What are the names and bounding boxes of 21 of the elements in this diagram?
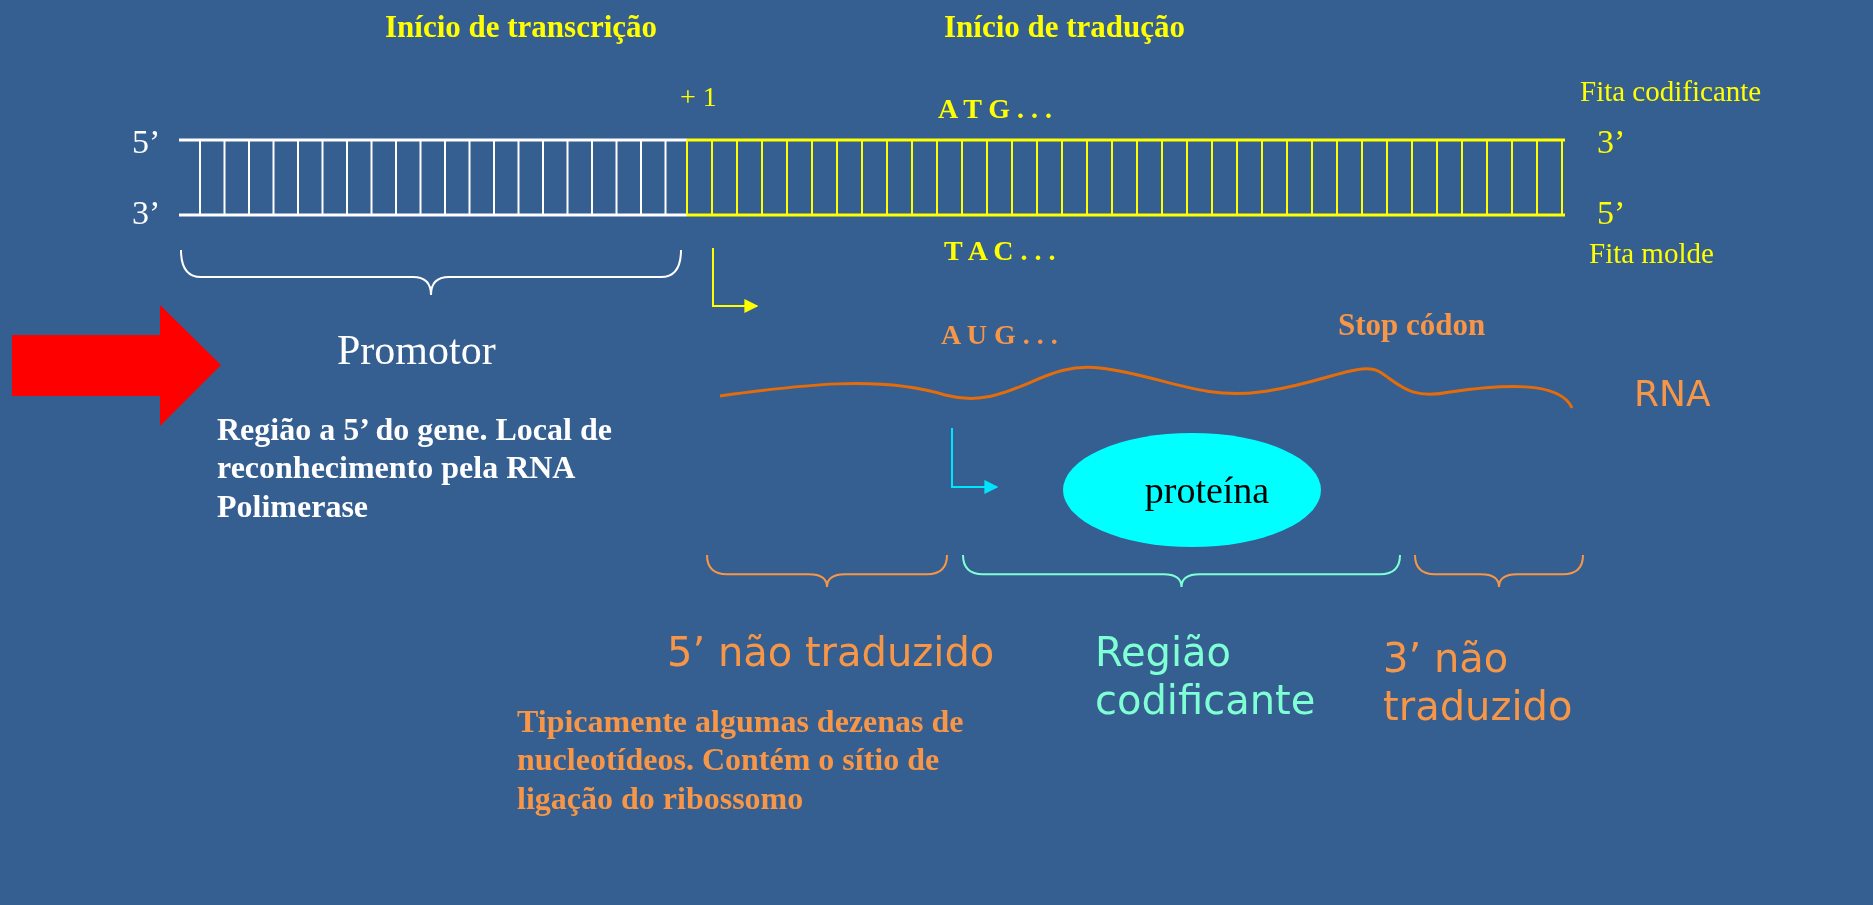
strand-label: Fita molde: [1589, 236, 1714, 271]
region-label: 5’ não traduzido: [667, 628, 995, 676]
heading: Início de transcrição: [385, 8, 658, 46]
end-label: 3’: [132, 193, 161, 233]
position-label: + 1: [680, 80, 717, 114]
strand-label: Fita codificante: [1580, 74, 1762, 109]
end-label: 5’: [132, 122, 161, 162]
description-text: Tipicamente algumas dezenas de nucleotídeos. Contém o sítio de ligação do ribossomo: [517, 702, 965, 818]
end-label: 3’: [1597, 122, 1626, 162]
sequence-label: A T G . . .: [938, 92, 1053, 126]
heading: Início de tradução: [944, 8, 1186, 46]
description-text: Região a 5’ do gene. Local de reconhecimento pela RNA Polimerase: [217, 410, 613, 526]
region-label: Região codificante: [1095, 628, 1317, 724]
region-label: 3’ não traduzido: [1383, 634, 1574, 730]
sequence-label: T A C . . .: [944, 234, 1056, 268]
region-label: Promotor: [337, 326, 496, 375]
codon-label: Stop códon: [1338, 306, 1486, 344]
end-label: 5’: [1597, 193, 1626, 233]
node-label: proteína: [1143, 468, 1270, 512]
molecule-label: RNA: [1634, 372, 1711, 416]
sequence-label: A U G . . .: [941, 318, 1058, 352]
